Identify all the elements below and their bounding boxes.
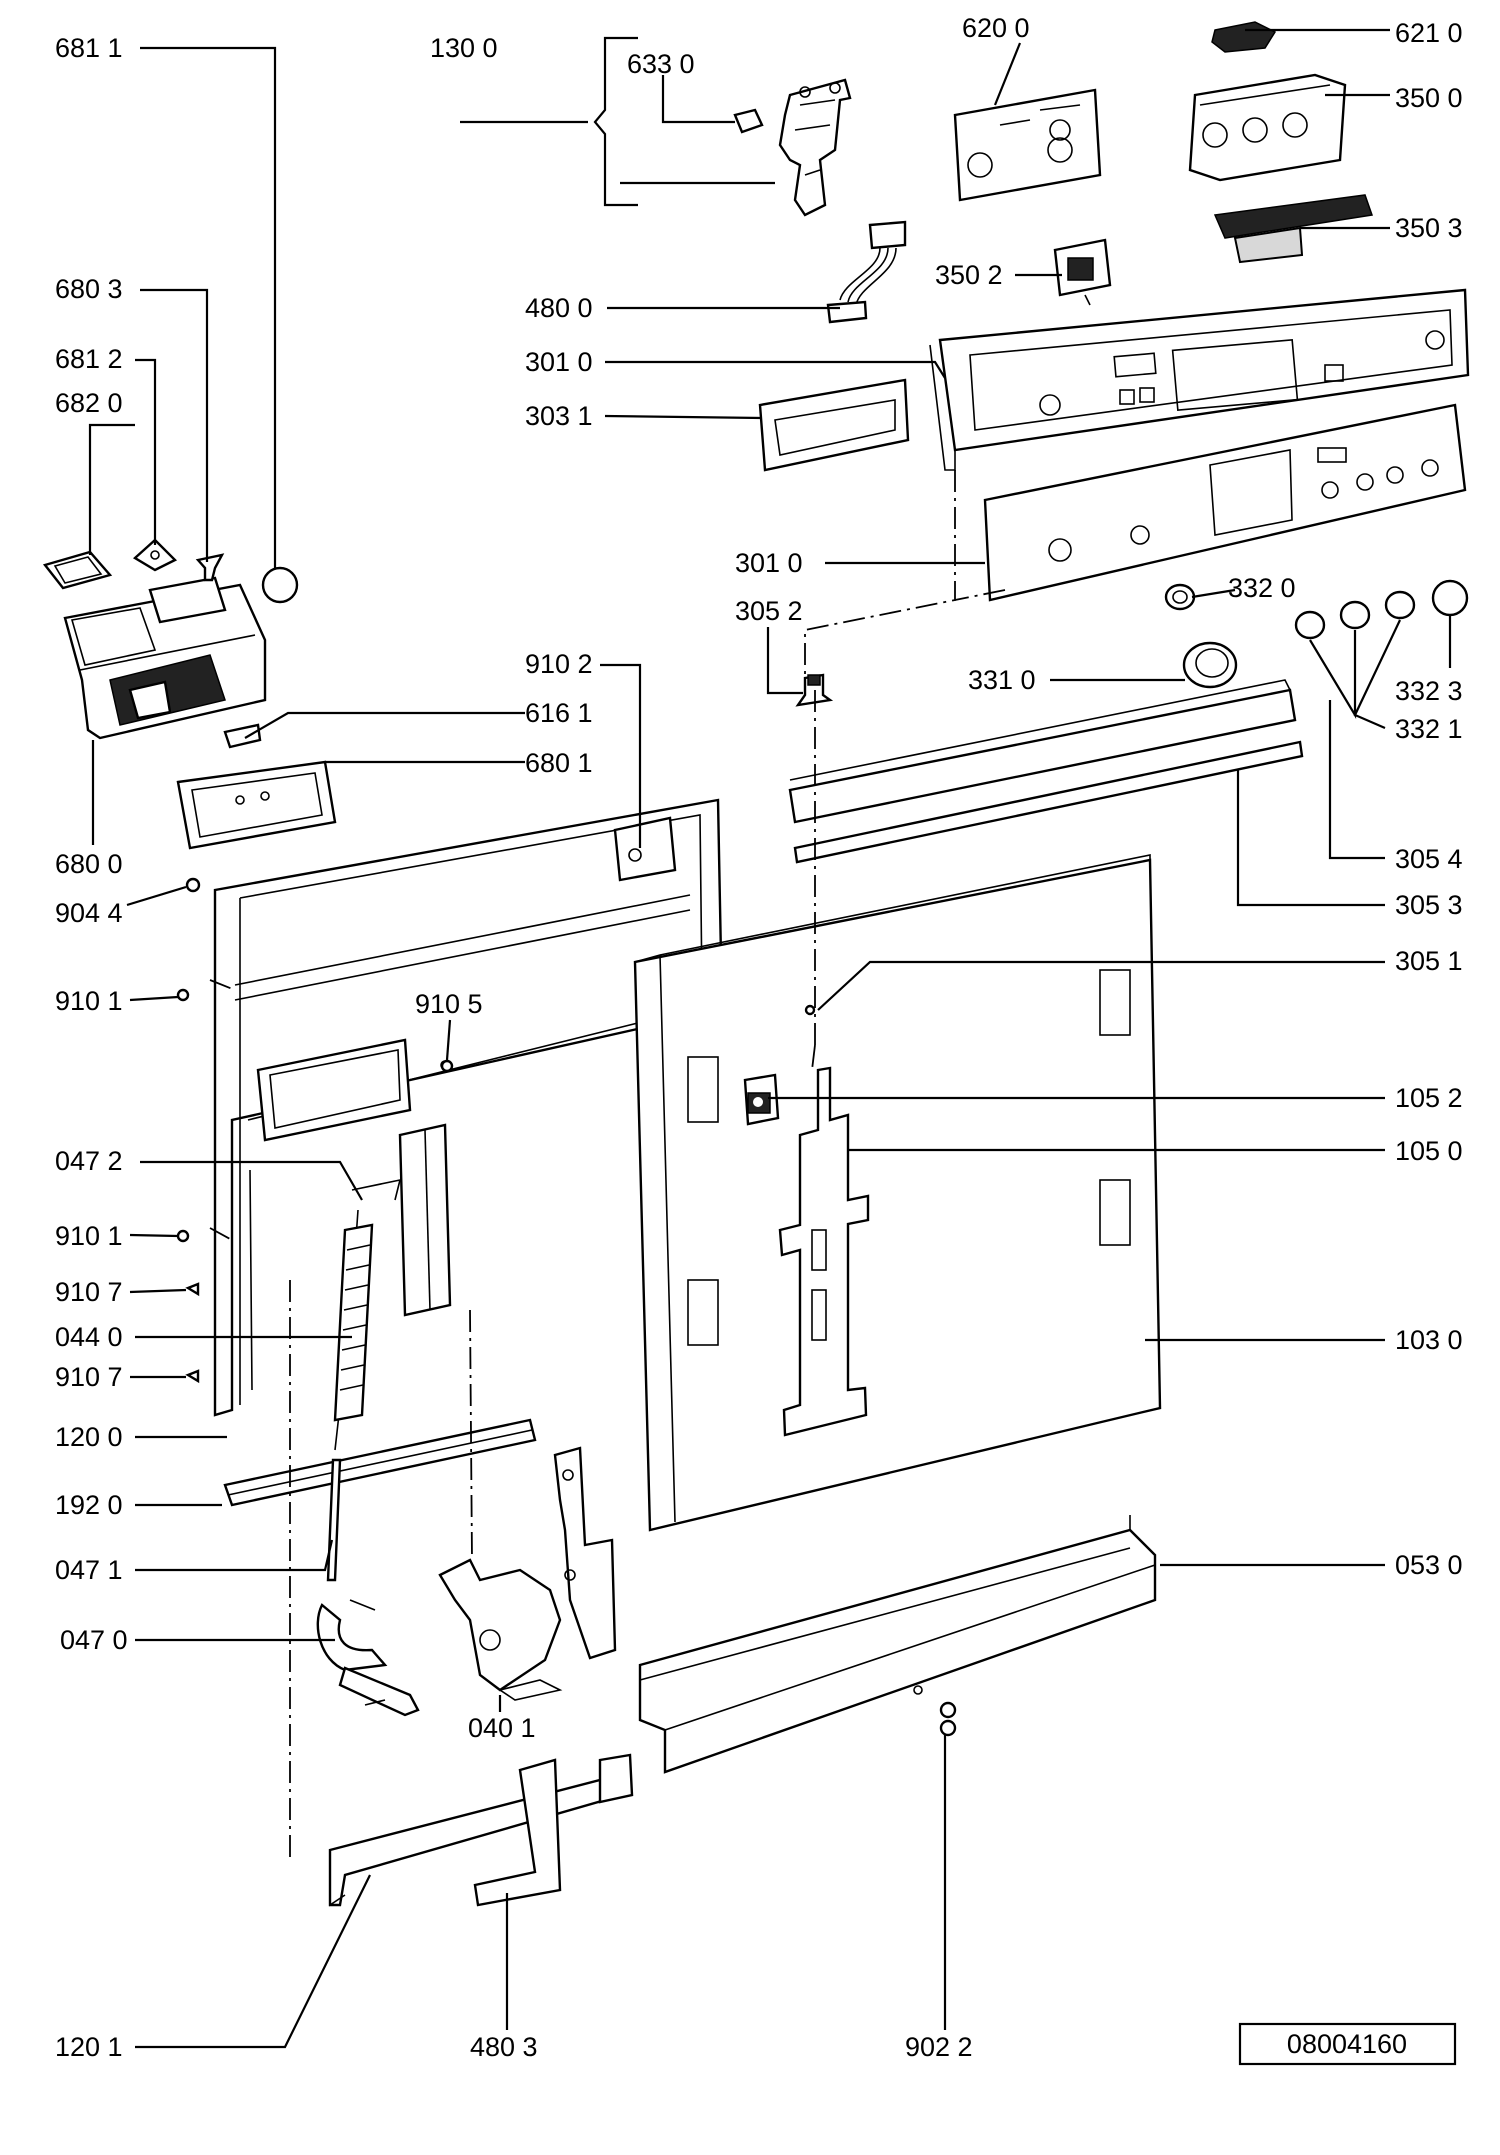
part-dispenser-680-0 [63,576,267,740]
label-680-1: 680 1 [525,748,593,778]
part-681-2 [132,538,178,572]
label-680-3: 680 3 [55,274,123,304]
label-480-0: 480 0 [525,293,593,323]
label-305-1: 305 1 [1395,946,1463,976]
part-clip-633-0 [733,108,764,134]
label-044-0: 044 0 [55,1322,123,1352]
part-bottom-rail-053-0 [638,1515,1157,1774]
label-681-2: 681 2 [55,344,123,374]
part-screw-902-2 [939,1701,957,1737]
part-knob-331-0 [1182,641,1238,689]
label-305-3: 305 3 [1395,890,1463,920]
label-053-0: 053 0 [1395,1550,1463,1580]
document-number-box: 08004160 [1238,2022,1457,2066]
part-stand-305-2 [795,673,834,707]
label-910-1-lower: 910 1 [55,1221,123,1251]
part-hinge-040-1 [438,1446,617,1701]
part-rail-305-3 [793,740,1304,864]
label-047-2: 047 2 [55,1146,123,1176]
part-labels: 681 1 130 0 633 0 620 0 621 0 350 0 350 … [55,13,1463,2062]
label-350-3: 350 3 [1395,213,1463,243]
part-350-2 [1053,238,1112,306]
part-knobs-332-1 [1294,590,1416,640]
label-105-2: 105 2 [1395,1083,1463,1113]
label-047-0: 047 0 [60,1625,128,1655]
label-047-1: 047 1 [55,1555,123,1585]
part-spring-044-0 [333,1178,402,1451]
label-120-1: 120 1 [55,2032,123,2062]
part-handle-303-1 [758,378,910,472]
part-rail-305-4 [788,679,1297,824]
part-control-panel-301-0 [929,288,1470,471]
label-192-0: 192 0 [55,1490,123,1520]
label-303-1: 303 1 [525,401,593,431]
label-305-2: 305 2 [735,596,803,626]
part-board-620-0 [953,88,1102,202]
label-301-0-lower: 301 0 [735,548,803,578]
part-lever-047-0 [316,1599,420,1717]
label-130-0: 130 0 [430,33,498,63]
label-105-0: 105 0 [1395,1136,1463,1166]
part-681-1 [261,566,299,604]
document-number: 08004160 [1287,2029,1407,2059]
label-621-0: 621 0 [1395,18,1463,48]
label-910-7-lower: 910 7 [55,1362,123,1392]
label-904-4: 904 4 [55,898,123,928]
part-front-panel-301-0 [983,403,1467,602]
label-910-2: 910 2 [525,649,593,679]
part-support-480-3 [473,1758,562,1907]
part-bracket-130-0 [778,78,852,217]
label-910-5: 910 5 [415,989,483,1019]
label-120-0: 120 0 [55,1422,123,1452]
part-bar-350-3 [1213,194,1374,264]
label-350-0: 350 0 [1395,83,1463,113]
part-outer-door-103-0 [633,854,1162,1532]
label-680-0: 680 0 [55,849,123,879]
part-bracket-105-0 [778,1066,870,1437]
label-620-0: 620 0 [962,13,1030,43]
part-board-350-0 [1188,73,1347,182]
label-681-1: 681 1 [55,33,123,63]
label-301-0-upper: 301 0 [525,347,593,377]
part-knob-332-0 [1164,583,1196,611]
label-332-3: 332 3 [1395,676,1463,706]
part-knob-332-3 [1431,579,1469,617]
label-103-0: 103 0 [1395,1325,1463,1355]
leader-lines [88,28,1452,2049]
label-910-1-upper: 910 1 [55,986,123,1016]
part-seal-682-0 [42,550,113,590]
label-332-1: 332 1 [1395,714,1463,744]
label-305-4: 305 4 [1395,844,1463,874]
label-332-0: 332 0 [1228,573,1296,603]
part-rod-047-1 [326,1458,342,1582]
label-350-2: 350 2 [935,260,1003,290]
label-480-3: 480 3 [470,2032,538,2062]
label-682-0: 682 0 [55,388,123,418]
part-621-0 [1211,21,1277,53]
label-040-1: 040 1 [468,1713,536,1743]
part-clip-105-2 [743,1073,780,1126]
label-616-1: 616 1 [525,698,593,728]
part-gasket-680-1 [176,760,337,850]
label-910-7-upper: 910 7 [55,1277,123,1307]
label-331-0: 331 0 [968,665,1036,695]
part-rail-192-0 [223,1418,537,1507]
fasteners [176,877,816,1384]
part-680-3 [195,553,225,582]
part-616-1 [223,723,262,749]
part-inner-door-120-0 [213,798,724,1417]
label-633-0: 633 0 [627,49,695,79]
label-902-2: 902 2 [905,2032,973,2062]
